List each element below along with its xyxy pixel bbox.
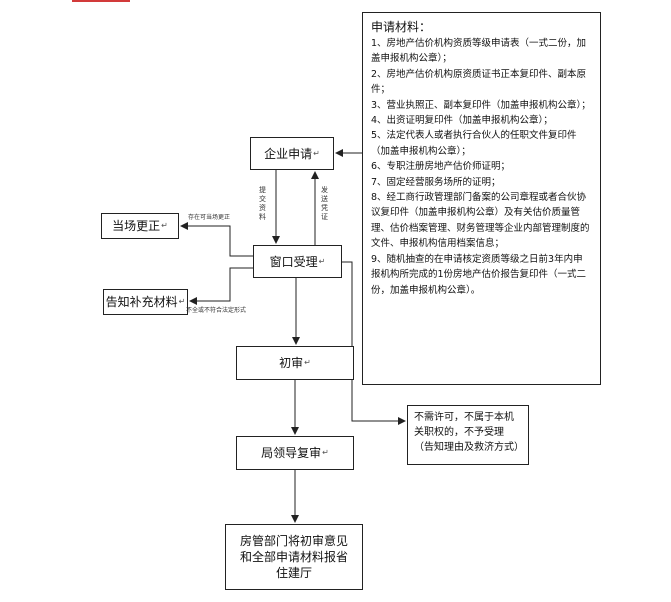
arrow-window-to-supplement [189, 267, 253, 305]
materials-panel: 申请材料： 1、房地产估价机构资质等级申请表（一式二份，加盖申报机构公章）； 2… [362, 12, 601, 385]
edge-label-submit: 提交资料 [259, 186, 266, 221]
materials-item: 3、营业执照正、副本复印件（加盖申报机构公章）； [371, 99, 591, 111]
node-housing-dept-report-label: 房管部门将初审意见和全部申请材料报省住建厅 [239, 534, 348, 580]
materials-item: 1、房地产估价机构资质等级申请表（一式二份，加盖申报机构公章）； [371, 38, 587, 65]
node-window-acceptance-label: 窗口受理 [269, 254, 318, 269]
arrow-window-to-correction [180, 222, 253, 257]
node-on-site-correction-label: 当场更正 [112, 219, 161, 233]
materials-item: 8、经工商行政管理部门备案的公司章程或者合伙协议复印件（加盖申报机构公章）及有关… [371, 192, 590, 250]
node-initial-review-label: 初审 [279, 356, 304, 370]
edge-label-incomplete: 不全或不符合法定形式 [186, 307, 247, 314]
materials-item: 4、出资证明复印件（加盖申报机构公章）； [371, 115, 553, 127]
node-window-acceptance: 窗口受理↵ [253, 245, 342, 278]
edge-label-correctable: 存在可当场更正 [188, 214, 231, 221]
materials-item: 5、法定代表人或者执行合伙人的任职文件复印件（加盖申报机构公章）； [371, 130, 577, 157]
top-accent-line [72, 0, 130, 2]
node-enterprise-application-label: 企业申请 [264, 146, 313, 161]
materials-item: 6、专职注册房地产估价师证明； [371, 161, 511, 173]
materials-item: 9、随机抽查的在申请核定资质等级之日前3年内申报机构所完成的1份房地产估价报告复… [371, 253, 587, 296]
materials-item: 2、房地产估价机构原资质证书正本复印件、副本原件； [371, 68, 587, 96]
node-leader-review-label: 局领导复审 [261, 446, 322, 460]
edge-label-certificate: 发送凭证 [321, 186, 328, 221]
node-rejection: 不需许可，不属于本机关职权的，不予受理（告知理由及救济方式） [407, 405, 529, 465]
arrow-window-to-rejection [342, 261, 406, 425]
node-leader-review: 局领导复审↵ [236, 436, 354, 470]
node-rejection-label: 不需许可，不属于本机关职权的，不予受理（告知理由及救济方式） [414, 412, 524, 453]
node-on-site-correction: 当场更正↵ [101, 213, 179, 239]
node-enterprise-application: 企业申请↵ [250, 137, 334, 170]
materials-item: 7、固定经营服务场所的证明； [371, 176, 501, 188]
node-notify-supplement-label: 告知补充材料 [105, 295, 178, 309]
node-housing-dept-report: 房管部门将初审意见和全部申请材料报省住建厅 [225, 524, 363, 590]
node-notify-supplement: 告知补充材料↵ [103, 289, 188, 315]
node-initial-review: 初审↵ [236, 346, 354, 380]
materials-title: 申请材料： [371, 20, 432, 34]
